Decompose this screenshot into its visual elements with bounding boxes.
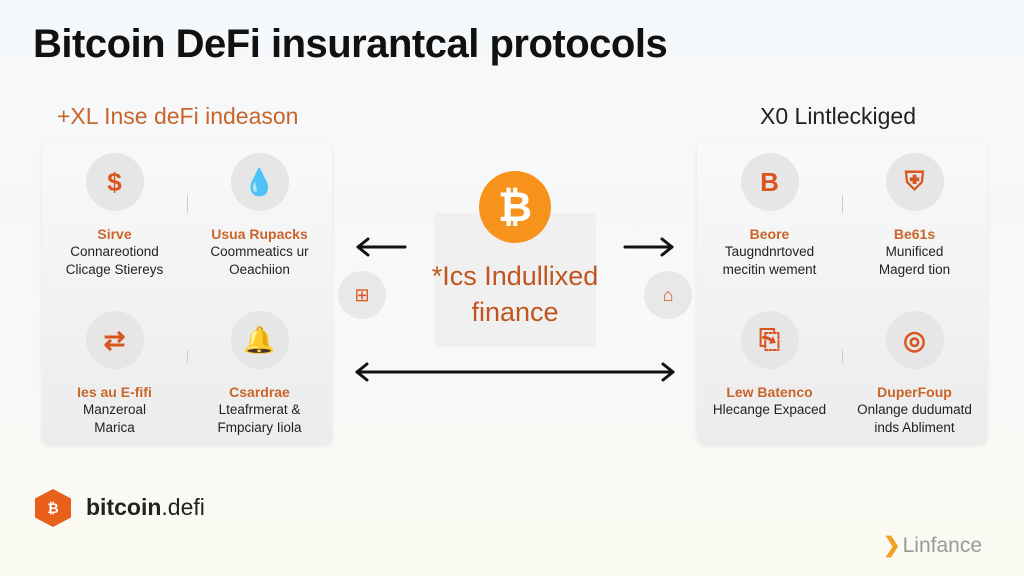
right-section-heading: X0 Lintleckiged: [760, 103, 916, 129]
wallet-icon: ⊞: [338, 271, 386, 319]
droplet-dollar-icon: 💧: [230, 153, 289, 211]
item-description: Marica: [94, 420, 135, 435]
item-description: inds Abliment: [874, 420, 955, 435]
center-label-line1: *Ics Indullixed: [431, 261, 599, 291]
exchange-icon: ⇄: [85, 311, 144, 369]
right-arrow: [623, 237, 674, 257]
item-description: Lteafrmerat &: [218, 402, 301, 417]
center-label-line2: finance: [471, 297, 559, 327]
brand-bold: bitcoin: [86, 494, 162, 520]
item-title: Sirve: [97, 226, 132, 242]
watermark-brand: ❯Linfance: [883, 533, 982, 558]
item-description: Fmpciary Iiola: [217, 420, 302, 435]
brand-chevron-icon: ❯: [883, 534, 901, 557]
item-title: Csardrae: [229, 384, 290, 400]
double-arrow: [355, 362, 675, 382]
item-description: Magerd tion: [878, 262, 951, 277]
item-title: Lew Batenco: [726, 384, 813, 400]
item-description: mecitin wement: [722, 262, 817, 277]
dollar-icon: $: [85, 153, 144, 211]
brand-suffix: .defi: [161, 494, 205, 520]
coin-icon: ◎: [885, 311, 944, 369]
item-title: Be61s: [893, 226, 936, 242]
item-description: Coommeatics ur: [210, 244, 309, 259]
item-title: Beore: [749, 226, 790, 242]
divider: [842, 195, 843, 214]
left-arrow: [356, 237, 407, 257]
divider: [187, 350, 188, 364]
bitcoin-box-icon: B: [740, 153, 799, 211]
item-description: Connareotiond: [70, 244, 159, 259]
item-title: Ies au E-fifi: [77, 384, 152, 400]
item-description: Clicage Stiereys: [65, 262, 164, 277]
clipboard-icon: ⎘: [740, 311, 799, 369]
brand-text: Linfance: [902, 534, 983, 557]
bell-icon: 🔔: [230, 311, 289, 369]
item-description: Manzeroal: [82, 402, 147, 417]
divider: [187, 195, 188, 214]
item-description: Hlecange Expaced: [712, 402, 827, 417]
divider: [842, 350, 843, 364]
vault-icon: ⌂: [644, 271, 692, 319]
item-description: Oeachiion: [229, 262, 290, 277]
page-title: Bitcoin DeFi insurantcal protocols: [33, 22, 668, 66]
footer-brand-name: bitcoin.defi: [86, 494, 205, 521]
item-title: Usua Rupacks: [211, 226, 308, 242]
item-description: Taugndnrtoved: [724, 244, 815, 259]
bitcoin-icon: ₿: [479, 171, 551, 243]
item-description: Onlange dudumatd: [857, 402, 972, 417]
item-description: Munificed: [885, 244, 944, 259]
item-title: DuperFoup: [877, 384, 952, 400]
shield-clock-icon: ⛨: [885, 153, 944, 211]
center-label: *Ics Indullixed finance: [400, 258, 630, 330]
left-section-heading: +XL Inse deFi indeason: [57, 103, 299, 129]
